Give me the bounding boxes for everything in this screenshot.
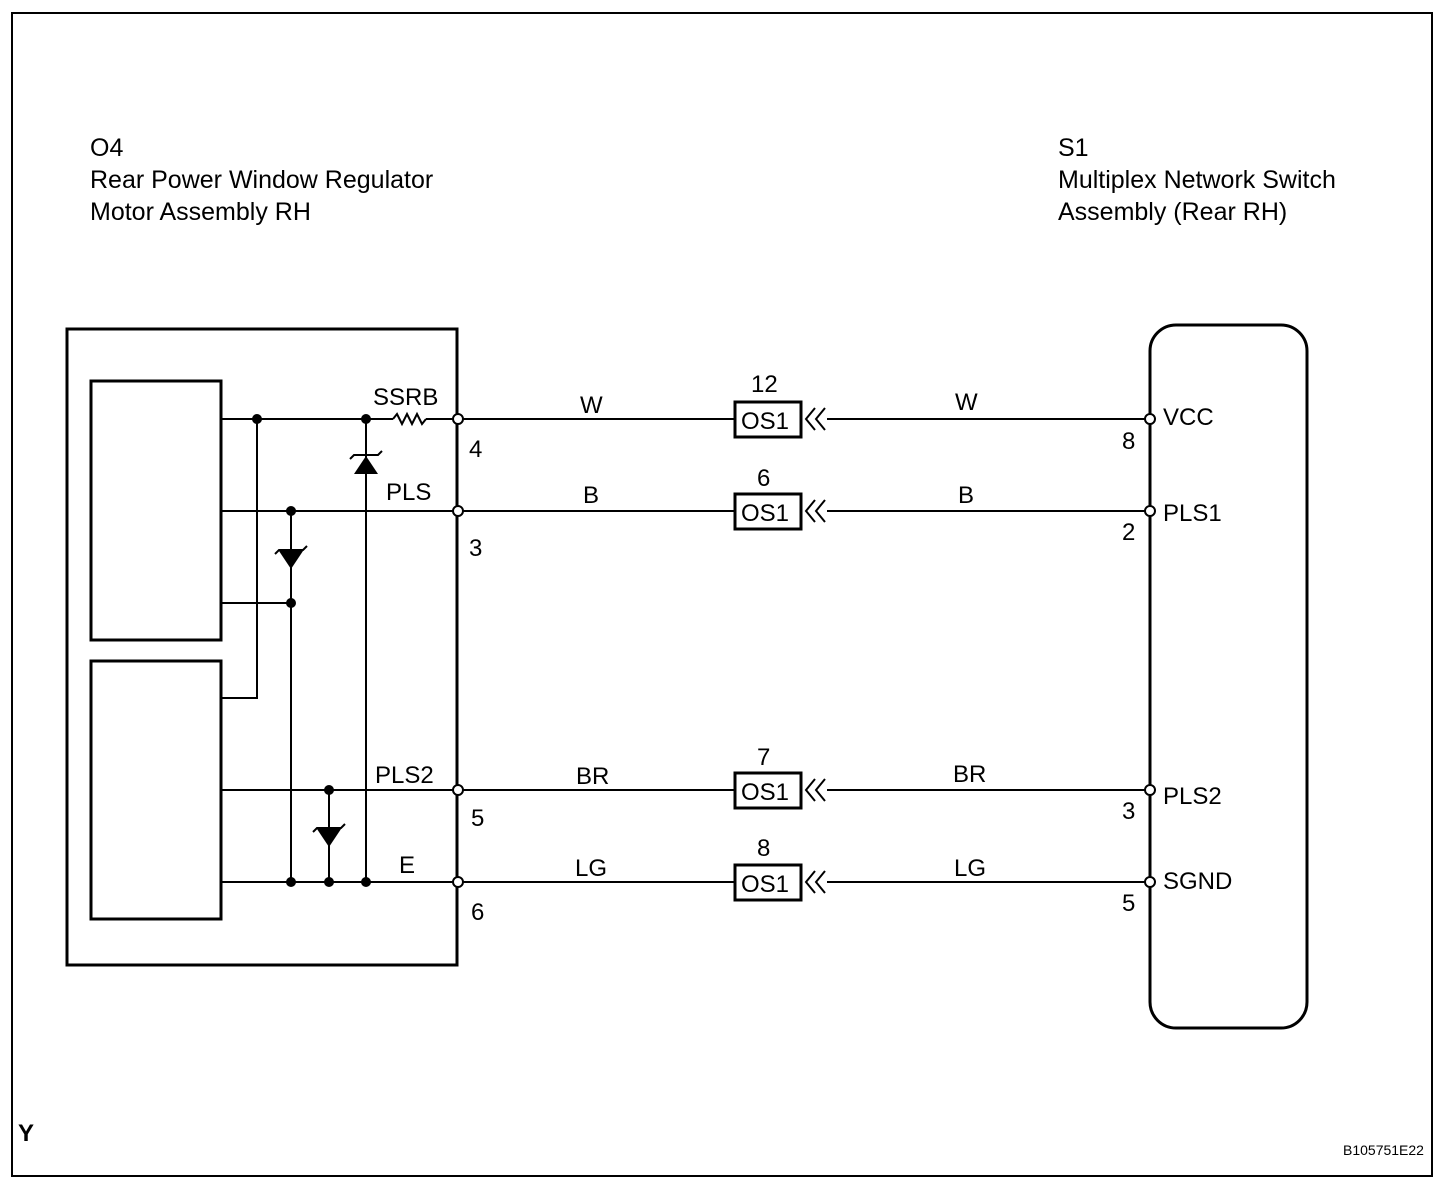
- right-pin-number: 5: [1122, 890, 1135, 917]
- right-component-box: [1148, 323, 1309, 1030]
- connector-box: [733, 400, 803, 439]
- connector-label: OS1: [741, 779, 789, 806]
- connector-box: [733, 771, 803, 810]
- connector-label: OS1: [741, 500, 789, 527]
- left-component-box: [65, 327, 459, 967]
- right-component-code: S1: [1058, 134, 1089, 162]
- left-terminal-label: PLS: [386, 479, 431, 506]
- connector-box: [733, 492, 803, 531]
- right-terminal-label: PLS2: [1163, 783, 1222, 810]
- zener-diode-icon: [274, 545, 308, 569]
- wire-row: SSRB 4 W 12 OS1 W 8 VCC: [373, 371, 1214, 463]
- connector-pin-number: 8: [757, 835, 770, 862]
- right-pin-number: 8: [1122, 428, 1135, 455]
- right-component-name-line1: Multiplex Network Switch: [1058, 166, 1336, 194]
- connector-pin-number: 6: [757, 465, 770, 492]
- left-component-code: O4: [90, 134, 123, 162]
- right-component-title: S1 Multiplex Network Switch Assembly (Re…: [1058, 134, 1336, 226]
- left-terminal-label: SSRB: [373, 384, 438, 411]
- connector-chevron-icon: [804, 870, 826, 894]
- right-wire-color: B: [958, 482, 974, 509]
- connector-chevron-icon: [804, 778, 826, 802]
- right-terminal-label: VCC: [1163, 404, 1214, 431]
- right-pin-number: 3: [1122, 798, 1135, 825]
- figure-id: B105751E22: [1343, 1142, 1424, 1158]
- connector-label: OS1: [741, 871, 789, 898]
- connector-chevron-icon: [804, 407, 826, 431]
- left-pin-number: 6: [471, 899, 484, 926]
- left-pin-number: 3: [469, 535, 482, 562]
- right-wire-color: LG: [954, 855, 986, 882]
- right-component-name-line2: Assembly (Rear RH): [1058, 198, 1287, 226]
- zener-diode-icon: [349, 450, 383, 474]
- corner-mark: Y: [18, 1120, 34, 1147]
- left-terminal-label: PLS2: [375, 762, 434, 789]
- right-terminal-label: SGND: [1163, 868, 1232, 895]
- wire-row: PLS2 5 BR 7 OS1 BR 3 PLS2: [375, 744, 1222, 832]
- connector-pin-number: 12: [751, 371, 778, 398]
- connector-box: [733, 863, 803, 902]
- left-internal-wiring: [221, 411, 453, 887]
- motor-inner-block-lower: [89, 659, 223, 921]
- left-component-name-line1: Rear Power Window Regulator: [90, 166, 433, 194]
- connector-label: OS1: [741, 408, 789, 435]
- right-wire-color: W: [955, 389, 978, 416]
- wire-row: PLS 3 B 6 OS1 B 2 PLS1: [386, 465, 1222, 562]
- wire-row: E 6 LG 8 OS1 LG 5 SGND: [399, 835, 1232, 926]
- left-wire-color: W: [580, 392, 603, 419]
- left-component-title: O4 Rear Power Window Regulator Motor Ass…: [90, 134, 433, 226]
- left-wire-color: BR: [576, 763, 609, 790]
- left-wire-color: B: [583, 482, 599, 509]
- resistor-icon: [392, 411, 427, 427]
- connector-chevron-icon: [804, 499, 826, 523]
- right-pin-number: 2: [1122, 519, 1135, 546]
- zener-diode-icon: [312, 823, 346, 847]
- motor-inner-block-upper: [89, 379, 223, 642]
- right-terminal-label: PLS1: [1163, 500, 1222, 527]
- left-wire-color: LG: [575, 855, 607, 882]
- left-pin-number: 5: [471, 805, 484, 832]
- right-wire-color: BR: [953, 761, 986, 788]
- left-pin-number: 4: [469, 436, 482, 463]
- connector-pin-number: 7: [757, 744, 770, 771]
- left-terminal-label: E: [399, 852, 415, 879]
- left-component-name-line2: Motor Assembly RH: [90, 198, 311, 226]
- diagram-frame: [11, 12, 1433, 1177]
